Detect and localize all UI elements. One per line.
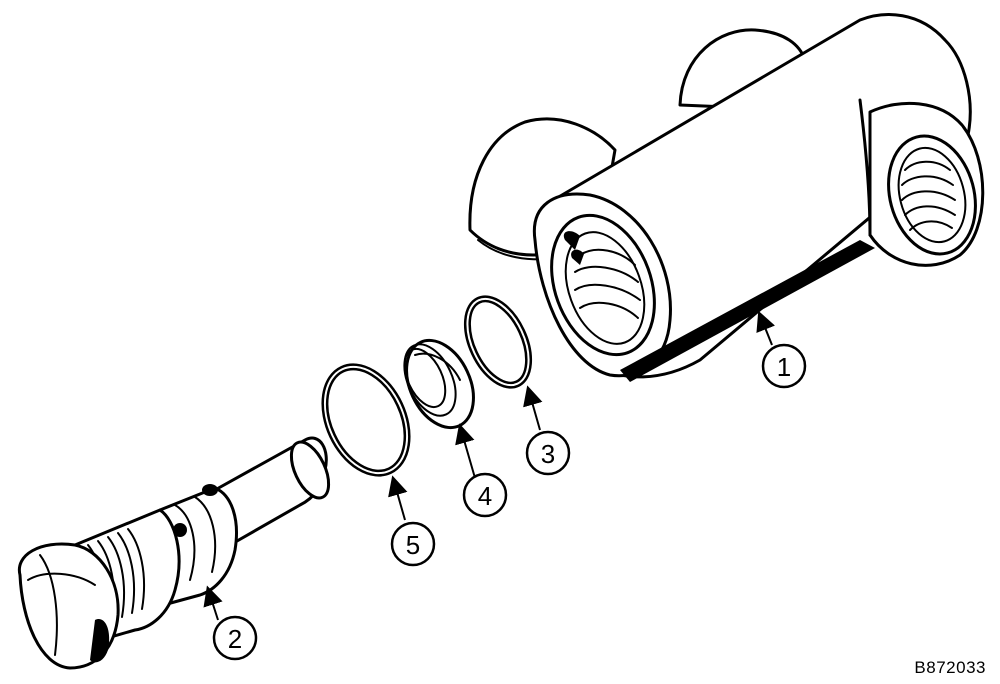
callout-4-label: 4	[478, 481, 492, 511]
callout-1-label: 1	[777, 352, 791, 382]
callout-2: 2	[212, 615, 258, 661]
valve-cartridge	[17, 436, 331, 670]
valve-housing	[468, 13, 985, 382]
callout-3: 3	[525, 430, 571, 476]
backup-ring	[403, 338, 475, 430]
callout-1: 1	[761, 343, 807, 389]
callout-5: 5	[390, 521, 436, 567]
callout-5-label: 5	[406, 530, 420, 560]
o-ring-large	[321, 363, 411, 477]
o-ring-small	[463, 295, 533, 389]
callout-2-label: 2	[228, 624, 242, 654]
figure-id: B872033	[914, 658, 986, 677]
callout-3-label: 3	[541, 439, 555, 469]
leader-lines	[203, 310, 775, 621]
callout-4: 4	[462, 472, 508, 518]
